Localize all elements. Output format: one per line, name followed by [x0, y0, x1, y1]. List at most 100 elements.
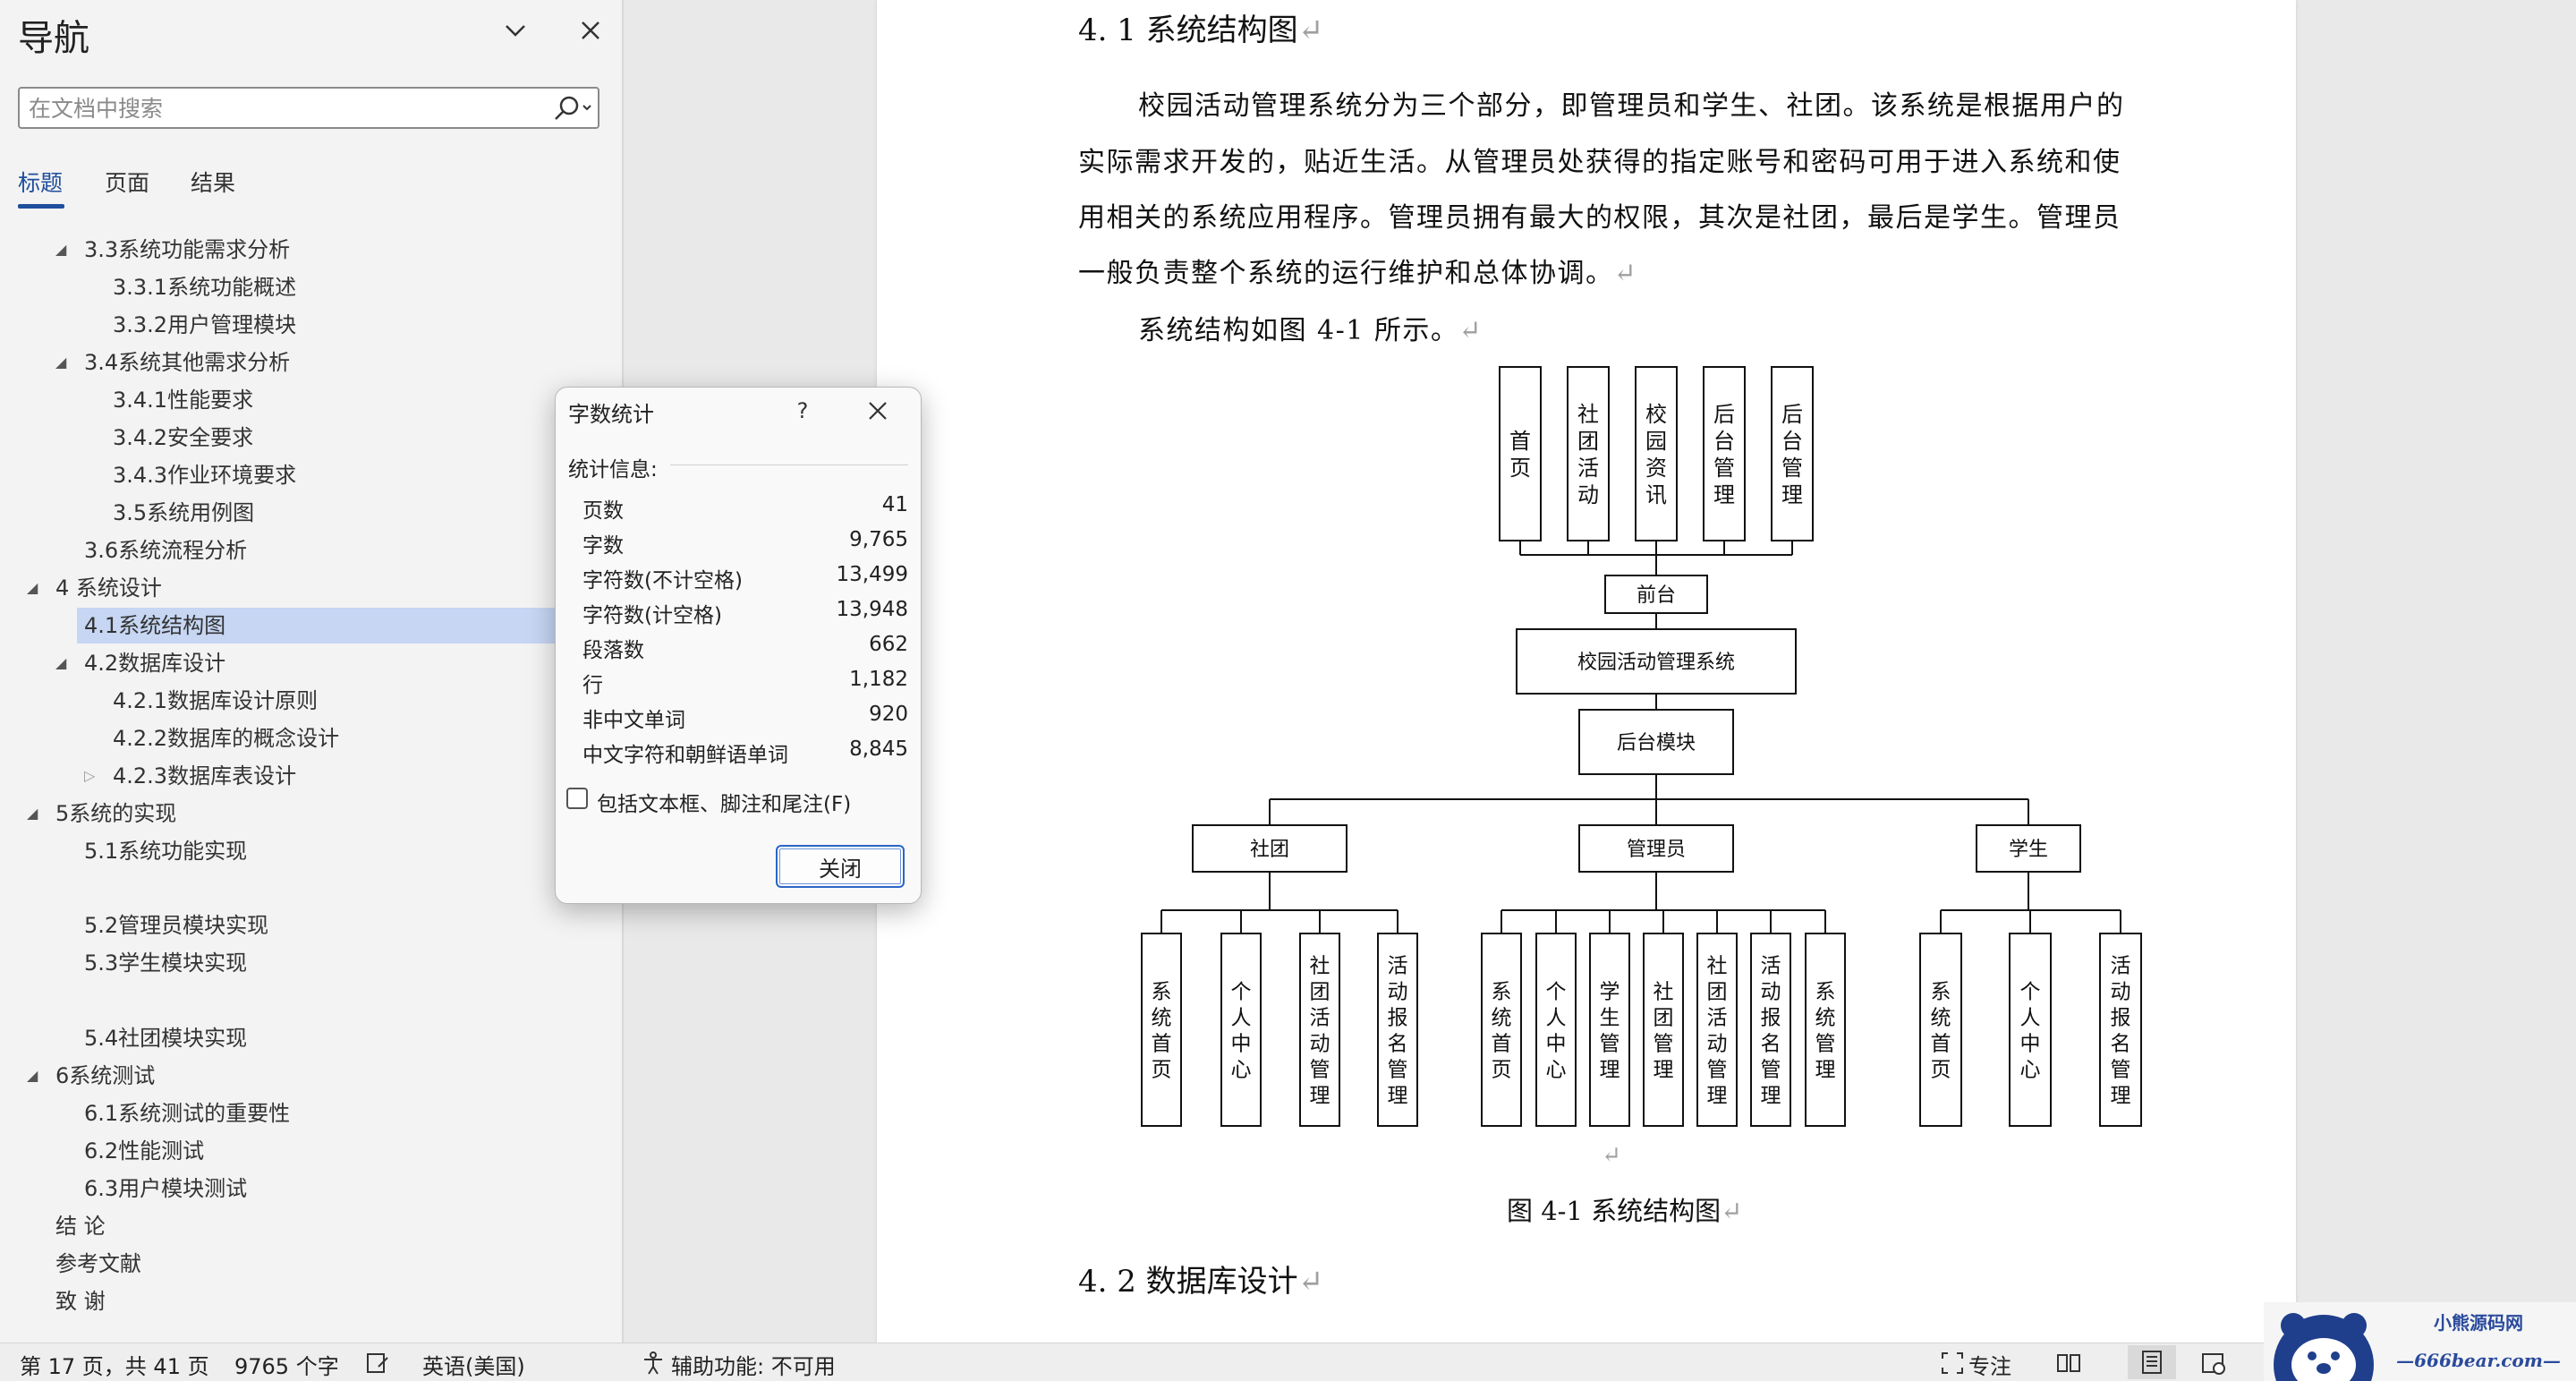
- focus-mode[interactable]: 专注: [1968, 1354, 2011, 1379]
- nav-item[interactable]: 3.4.1性能要求: [113, 388, 254, 413]
- language[interactable]: 英语(美国): [422, 1354, 525, 1379]
- nav-item[interactable]: ◢3.4系统其他需求分析: [55, 345, 557, 380]
- heading-4-1: 4. 1 系统结构图↵: [1078, 5, 1323, 49]
- leaf-box-char: 社: [1654, 981, 1674, 1004]
- nav-item[interactable]: ◢4.2数据库设计: [55, 645, 557, 681]
- leaf-box-char: 名: [1388, 1033, 1408, 1056]
- print-layout-icon[interactable]: [2128, 1345, 2176, 1379]
- nav-item[interactable]: 4.2.2数据库的概念设计: [113, 726, 340, 751]
- document-page[interactable]: 4. 1 系统结构图↵ 校园活动管理系统分为三个部分，即管理员和学生、社团。该系…: [877, 0, 2296, 1343]
- nav-item[interactable]: 3.3.2用户管理模块: [113, 312, 297, 337]
- nav-item[interactable]: 结 论: [55, 1214, 106, 1239]
- nav-item[interactable]: ◢5系统的实现: [27, 796, 528, 831]
- chevron-down-icon[interactable]: [497, 13, 533, 48]
- paragraph-mark: ↵: [1721, 1196, 1743, 1226]
- close-icon[interactable]: [860, 393, 896, 429]
- page-count[interactable]: 第 17 页，共 41 页: [20, 1354, 209, 1379]
- nav-item[interactable]: 3.4.3作业环境要求: [113, 463, 297, 488]
- tab-headings[interactable]: 标题: [18, 170, 64, 196]
- nav-item[interactable]: 3.5系统用例图: [113, 500, 255, 525]
- leaf-box-char: 学: [1600, 981, 1620, 1004]
- paragraph-mark: ↵: [1613, 258, 1638, 289]
- tab-pages[interactable]: 页面: [105, 170, 150, 196]
- stat-value: 1,182: [849, 668, 908, 691]
- leaf-box-char: 管: [1761, 1059, 1781, 1082]
- top-box-char: 管: [1781, 456, 1803, 481]
- include-textboxes-checkbox[interactable]: [566, 788, 588, 809]
- figure-caption: 图 4-1 系统结构图↵: [1507, 1190, 1742, 1228]
- nav-item[interactable]: 5.4社团模块实现: [84, 1026, 248, 1051]
- leaf-box-char: 管: [1600, 1033, 1620, 1056]
- nav-search-box[interactable]: [18, 87, 599, 129]
- focus-icon[interactable]: [1940, 1351, 1965, 1376]
- read-mode-icon[interactable]: [2056, 1351, 2081, 1376]
- nav-item[interactable]: 5.3学生模块实现: [84, 951, 248, 976]
- nav-item[interactable]: ▷4.2.3数据库表设计: [84, 758, 585, 794]
- nav-item[interactable]: 5.1系统功能实现: [84, 839, 248, 864]
- nav-item[interactable]: 6.1系统测试的重要性: [84, 1101, 291, 1126]
- backend-box: 后台模块: [1578, 709, 1734, 775]
- leaf-box-char: 统: [1492, 1007, 1512, 1030]
- watermark-name: 小熊源码网: [2434, 1312, 2523, 1334]
- nav-item[interactable]: 5.2管理员模块实现: [84, 913, 269, 938]
- nav-item[interactable]: 3.3.1系统功能概述: [113, 275, 297, 300]
- group-box: 学生: [1976, 824, 2081, 873]
- nav-item[interactable]: 6.3用户模块测试: [84, 1176, 248, 1201]
- leaf-box-char: 页: [1152, 1059, 1172, 1082]
- nav-item[interactable]: 3.6系统流程分析: [84, 538, 248, 563]
- nav-item[interactable]: 4.2.1数据库设计原则: [113, 688, 319, 713]
- paragraph-mark: ↵: [1602, 1142, 1621, 1169]
- watermark: 小熊源码网 —666bear.com—: [2264, 1302, 2576, 1381]
- stat-value: 662: [869, 633, 908, 656]
- search-input[interactable]: [29, 92, 548, 124]
- backend-box-label: 后台模块: [1617, 732, 1696, 754]
- leaf-box-char: 个: [2020, 981, 2041, 1004]
- nav-item[interactable]: 致 谢: [55, 1289, 106, 1314]
- nav-item[interactable]: ◢6系统测试: [27, 1058, 528, 1094]
- top-box: 首页: [1499, 366, 1542, 541]
- front-box: 前台: [1604, 575, 1708, 614]
- top-box-char: 校: [1645, 402, 1667, 427]
- body-line: 一般负责整个系统的运行维护和总体协调。↵: [1078, 251, 1637, 290]
- accessibility-status[interactable]: 辅助功能: 不可用: [671, 1354, 836, 1379]
- nav-item[interactable]: 参考文献: [55, 1251, 141, 1276]
- nav-item-selected[interactable]: 4.1系统结构图: [77, 608, 557, 644]
- leaf-box-char: 系: [1492, 981, 1512, 1004]
- leaf-box-char: 理: [2111, 1085, 2131, 1108]
- nav-item-label: 4 系统设计: [55, 575, 162, 601]
- close-button[interactable]: 关闭: [776, 845, 905, 888]
- top-box-char: 讯: [1645, 482, 1667, 507]
- help-button[interactable]: ?: [796, 398, 809, 423]
- group-box-label: 管理员: [1627, 839, 1686, 861]
- leaf-box-char: 中: [2020, 1033, 2041, 1056]
- accessibility-icon[interactable]: [641, 1351, 666, 1376]
- proofing-icon[interactable]: [365, 1351, 390, 1376]
- caption-text: 图 4-1 系统结构图: [1507, 1196, 1722, 1226]
- top-box-char: 后: [1781, 402, 1803, 427]
- statistics-label: 统计信息:: [568, 458, 658, 482]
- leaf-box-char: 个: [1231, 981, 1252, 1004]
- word-count[interactable]: 9765 个字: [234, 1354, 339, 1379]
- search-icon[interactable]: [546, 92, 596, 124]
- nav-item[interactable]: ◢3.3系统功能需求分析: [55, 232, 557, 268]
- nav-item[interactable]: ◢4 系统设计: [27, 570, 528, 606]
- tab-results[interactable]: 结果: [191, 170, 236, 196]
- nav-item[interactable]: 3.4.2安全要求: [113, 425, 254, 450]
- leaf-box-char: 理: [1600, 1059, 1620, 1082]
- paragraph-mark: ↵: [1297, 13, 1324, 48]
- top-box-char: 台: [1713, 429, 1735, 454]
- checkbox-label[interactable]: 包括文本框、脚注和尾注(F): [597, 793, 852, 816]
- nav-item[interactable]: 6.2性能测试: [84, 1138, 205, 1164]
- stat-value: 9,765: [849, 528, 908, 551]
- heading-4-2: 4. 2 数据库设计↵: [1078, 1257, 1323, 1300]
- leaf-box-char: 系: [1931, 981, 1951, 1004]
- leaf-box-char: 理: [1707, 1085, 1728, 1108]
- close-icon[interactable]: [573, 13, 608, 48]
- web-layout-icon[interactable]: [2201, 1351, 2226, 1376]
